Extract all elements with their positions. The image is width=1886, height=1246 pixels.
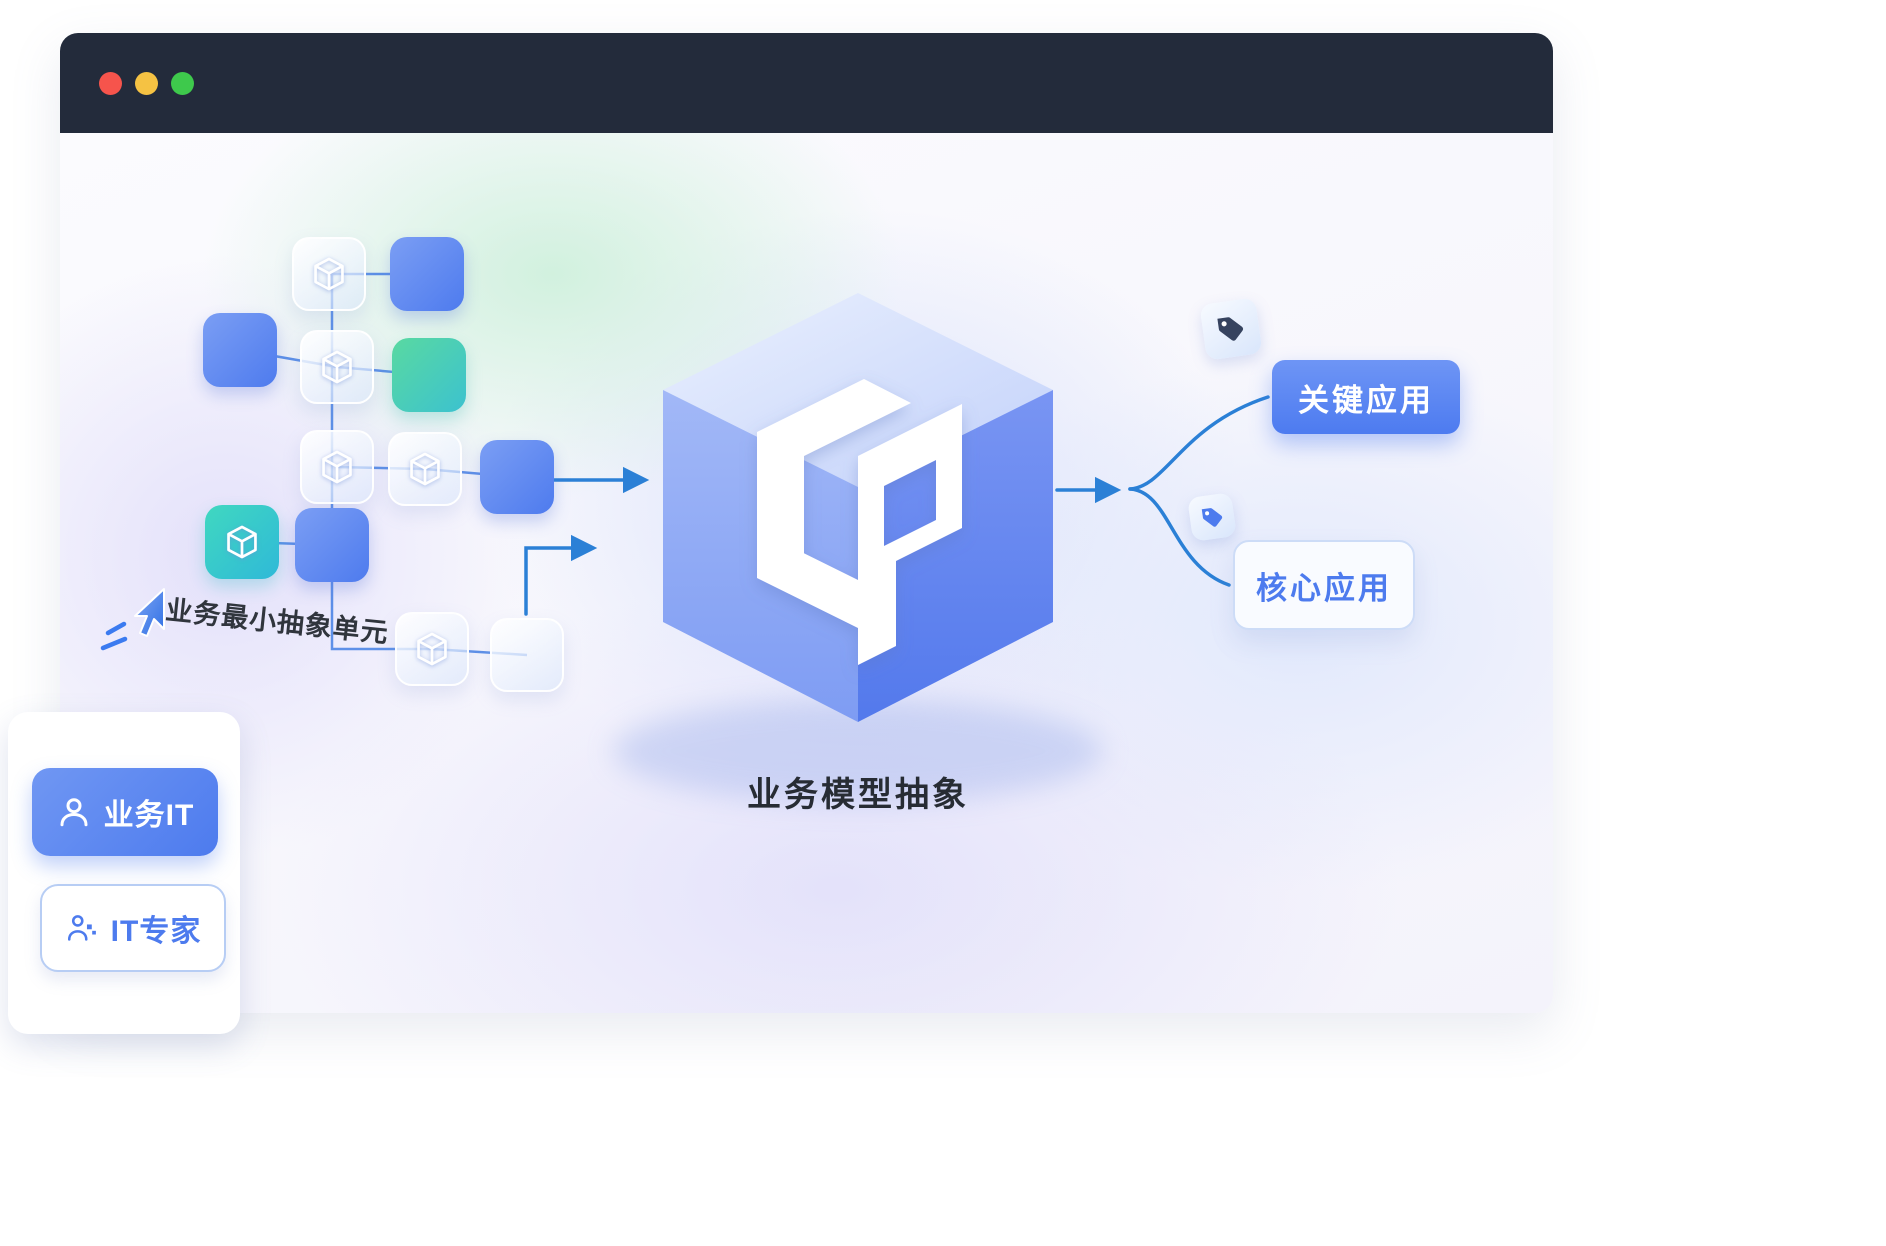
tag-icon: [1197, 502, 1227, 532]
minimize-button[interactable]: [135, 72, 158, 95]
key-app-tag: [1199, 297, 1263, 361]
unit-node: [390, 237, 464, 311]
it-expert-icon: [65, 911, 99, 945]
cube-icon: [318, 448, 356, 486]
close-button[interactable]: [99, 72, 122, 95]
tag-icon: [1212, 310, 1250, 348]
model-caption: 业务模型抽象: [747, 776, 969, 814]
it-expert-label: IT专家: [110, 915, 202, 948]
cube-icon: [406, 450, 444, 488]
model-cube: [613, 293, 1103, 803]
unit-node: [203, 313, 277, 387]
cube-icon: [223, 523, 261, 561]
business-it-button[interactable]: 业务IT: [32, 768, 218, 856]
unit-node: [300, 330, 374, 404]
diagram-graphics: [239, 272, 1270, 803]
cube-logo: [757, 379, 962, 665]
unit-node: [395, 612, 469, 686]
unit-node: [388, 432, 462, 506]
unit-node: [480, 440, 554, 514]
cube-icon: [318, 348, 356, 386]
unit-node: [205, 505, 279, 579]
maximize-button[interactable]: [171, 72, 194, 95]
business-it-label: 业务IT: [103, 799, 195, 832]
cursor-icon: [100, 588, 165, 651]
unit-node: [295, 508, 369, 582]
illustration-canvas: 业务最小抽象单元 业务模型抽象 关键应用 核心应用: [60, 133, 1553, 1013]
browser-window: 业务最小抽象单元 业务模型抽象 关键应用 核心应用: [60, 33, 1553, 1013]
core-app-tag: [1187, 492, 1237, 542]
window-titlebar: [60, 33, 1553, 133]
person-icon: [56, 794, 92, 830]
core-app-chip[interactable]: 核心应用: [1233, 540, 1415, 630]
unit-node: [292, 237, 366, 311]
unit-node: [300, 430, 374, 504]
it-expert-button[interactable]: IT专家: [40, 884, 226, 972]
flow-arrows: [524, 395, 1270, 616]
unit-node: [490, 618, 564, 692]
unit-node: [392, 338, 466, 412]
roles-card: 业务IT IT专家: [8, 712, 240, 1034]
key-app-chip[interactable]: 关键应用: [1272, 360, 1460, 434]
cube-icon: [413, 630, 451, 668]
cube-icon: [310, 255, 348, 293]
